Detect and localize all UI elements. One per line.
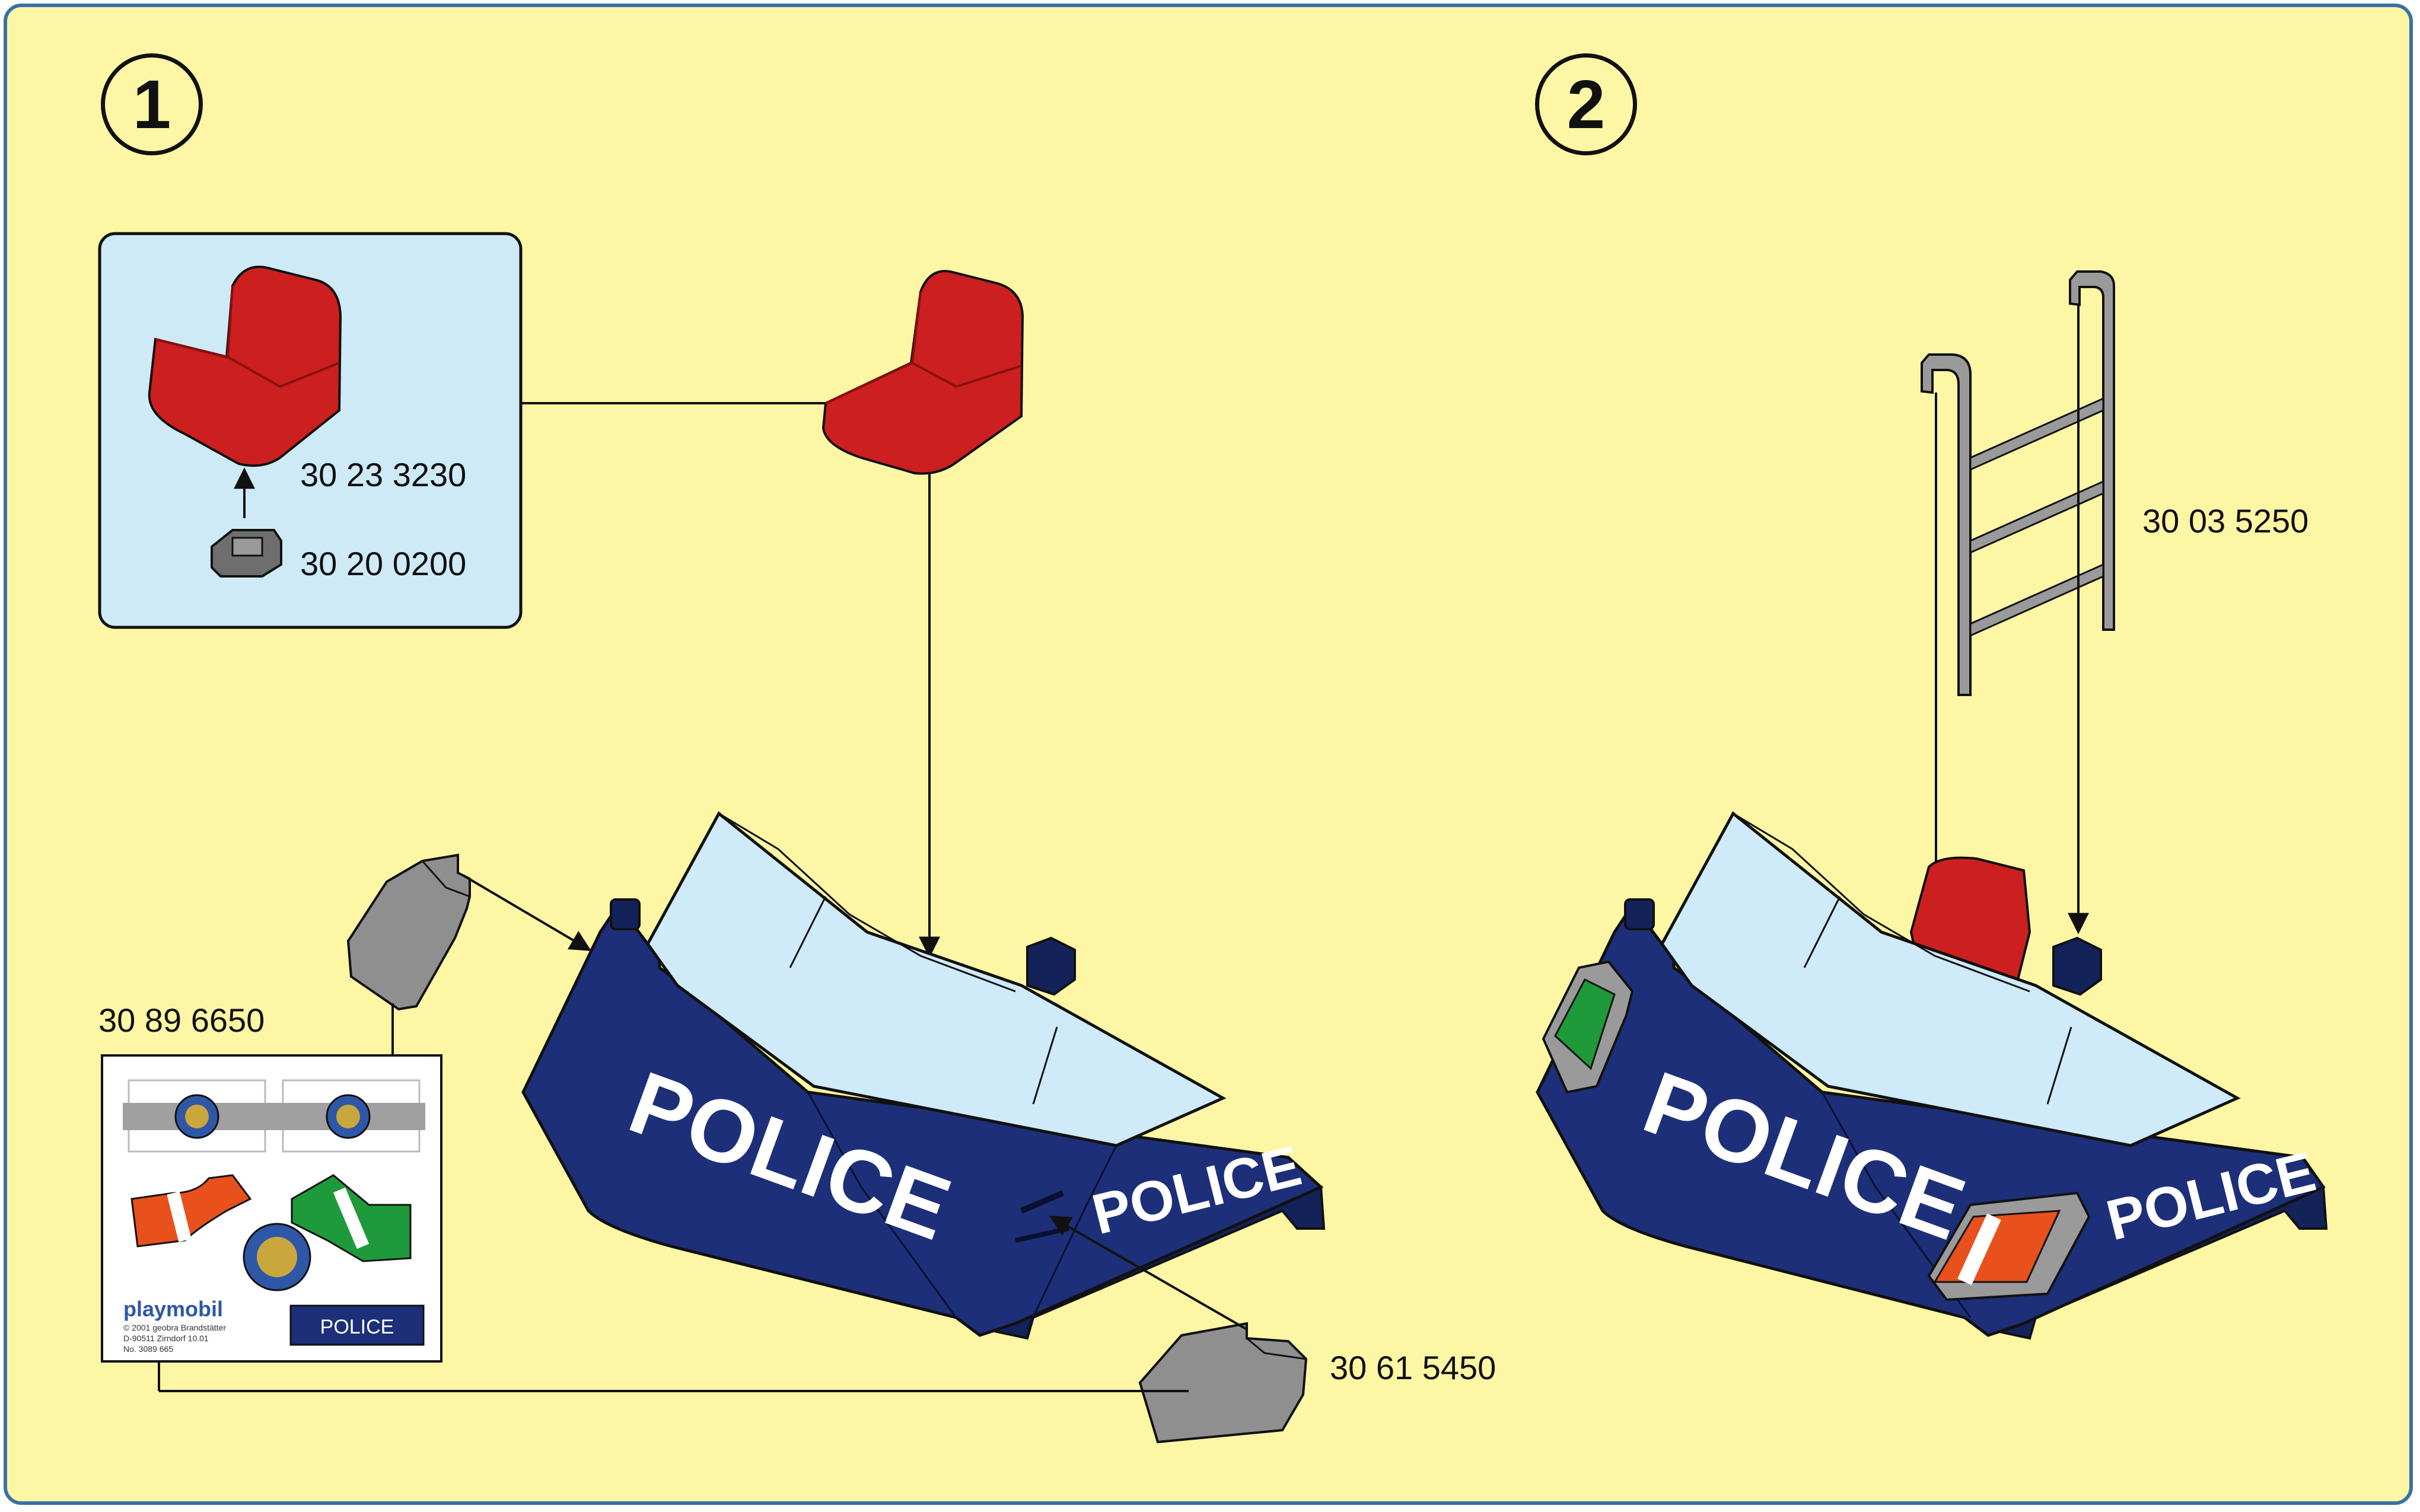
seat-base-icon: [212, 530, 281, 576]
part-number-seat-base: 30 20 0200: [300, 544, 466, 583]
sticker-fine-print-2: D-90511 Zirndorf 10.01: [123, 1334, 209, 1343]
clip-piece-lower: [1140, 1323, 1306, 1442]
ladder-part: [1922, 272, 2114, 695]
clip-upper-arrow: [464, 876, 590, 950]
part-number-ladder: 30 03 5250: [2142, 502, 2308, 540]
seat-icon: [823, 271, 1023, 473]
sticker-brand: playmobil: [123, 1297, 223, 1321]
part-number-sticker-sheet: 30 89 6650: [98, 1001, 265, 1039]
part-number-side-clip: 30 61 5450: [1330, 1348, 1496, 1387]
instruction-frame: 1 2: [4, 4, 2413, 1505]
part-number-seat: 30 23 3230: [300, 455, 466, 494]
clip-piece-upper: [348, 855, 470, 1009]
sticker-fine-print-3: No. 3089 665: [123, 1344, 173, 1354]
police-vehicle-body-step2: [1537, 814, 2326, 1338]
sticker-fine-print-1: © 2001 geobra Brandstätter: [123, 1323, 226, 1332]
sticker-police-label: POLICE: [320, 1316, 394, 1338]
sticker-sheet: playmobil © 2001 geobra Brandstätter D-9…: [102, 1055, 441, 1361]
assembly-illustration: POLICE POLICE: [7, 7, 2413, 1505]
